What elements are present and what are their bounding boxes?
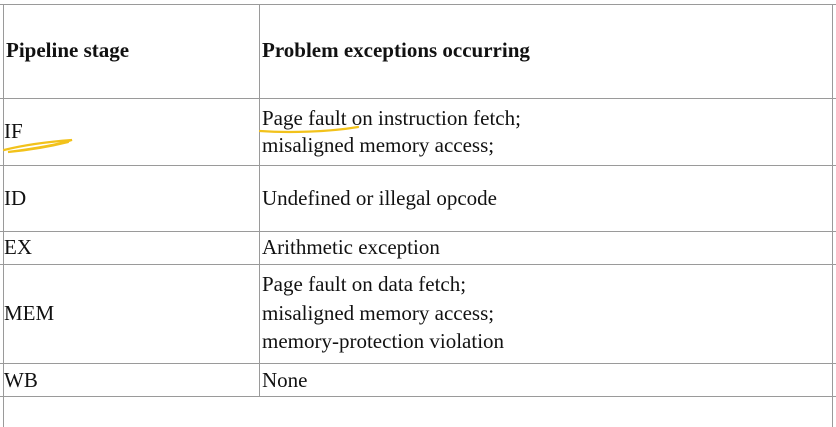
table-row-divider [0,264,836,265]
table-row-divider [0,363,836,364]
table-row-divider [0,396,836,397]
table-row-mem-stage: MEM [4,301,55,325]
table-border-right [832,4,833,427]
table-row-id-problem: Undefined or illegal opcode [262,186,497,210]
table-row-if-problem-line-2: misaligned memory access; [262,133,495,157]
table-row-ex-problem: Arithmetic exception [262,235,440,259]
table-row-wb-problem: None [262,368,308,392]
table-row-mem-problem-line-1: Page fault on data fetch; [262,272,467,296]
header-pipeline-stage: Pipeline stage [6,38,130,62]
table-row-id-stage: ID [4,186,27,210]
table-row-mem-problem-line-3: memory-protection violation [262,329,505,353]
table-border-left [3,4,4,427]
table-border-top [0,4,836,5]
table-row-divider [0,98,836,99]
table-row-divider [0,165,836,166]
header-problem-exceptions: Problem exceptions occurring [262,38,530,62]
table-row-if-stage: IF [4,119,23,143]
table-row-mem-problem-line-2: misaligned memory access; [262,301,495,325]
table-row-ex-stage: EX [4,235,32,259]
table-row-wb-stage: WB [4,368,38,392]
table-row-divider [0,231,836,232]
table-column-divider [259,4,260,396]
table-row-if-problem-line-1: Page fault on instruction fetch; [262,106,521,130]
